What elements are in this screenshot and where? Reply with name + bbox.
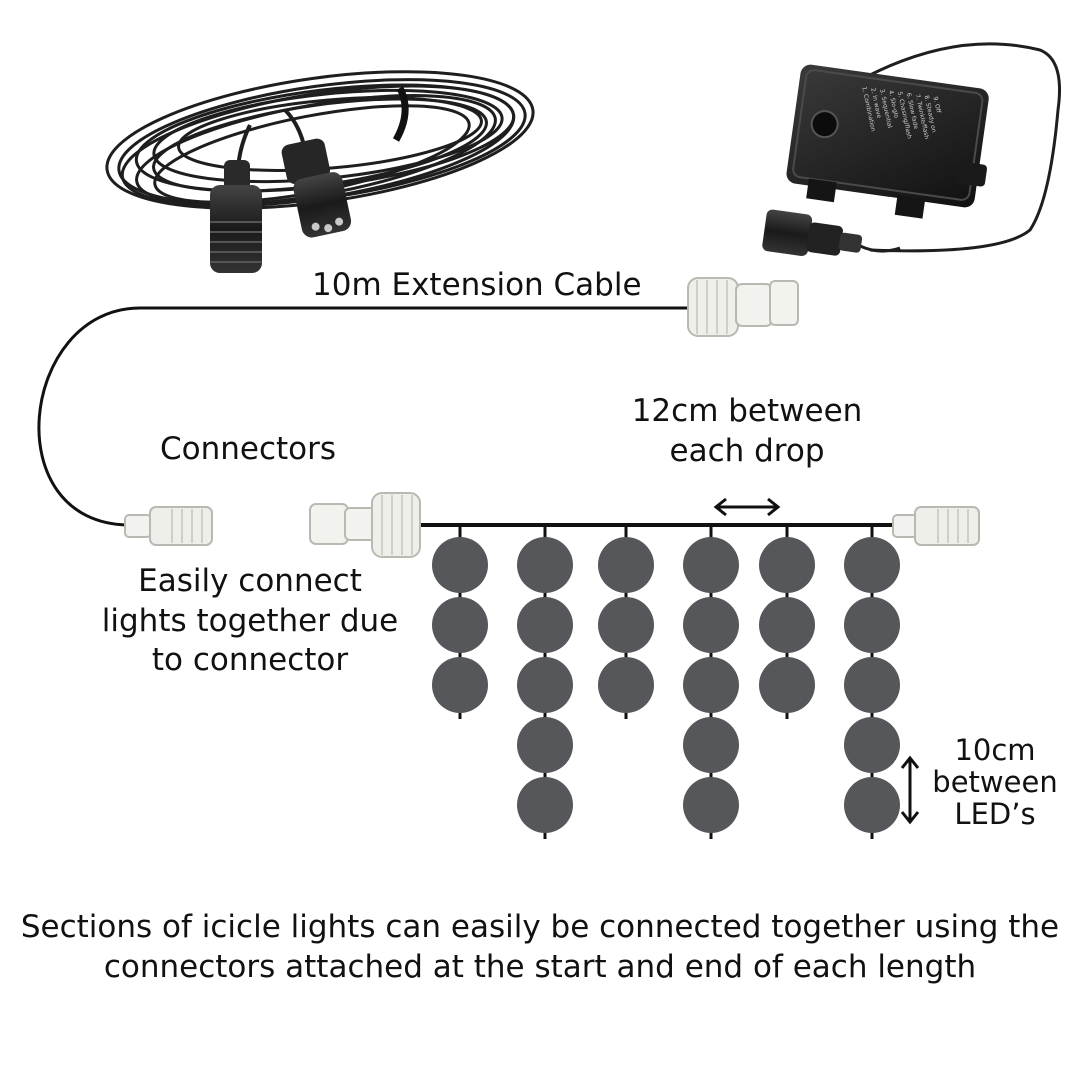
connectors-label: Connectors [160, 431, 337, 467]
icicle-start-connector [309, 492, 421, 558]
battery-box-mode-text: 9. Off [932, 96, 942, 114]
drop-spacing-label: 12cm between each drop [631, 393, 863, 469]
led-bulb [517, 537, 573, 593]
led-bulb [683, 657, 739, 713]
led-bulb [759, 597, 815, 653]
led-bulb [598, 597, 654, 653]
female-plug [210, 160, 262, 273]
extension-cable-label: 10m Extension Cable [312, 267, 642, 303]
led-spacing-arrow [900, 755, 920, 825]
easy-connect-label: Easily connect lights together due to co… [101, 563, 399, 679]
extension-connector-left [124, 506, 213, 546]
led-bulb [759, 537, 815, 593]
icicle-drops [432, 525, 900, 839]
led-spacing-label: 10cm between LED’s [932, 733, 1058, 831]
led-bulb [759, 657, 815, 713]
led-bulb [517, 777, 573, 833]
led-bulb [517, 597, 573, 653]
drop-spacing-arrow [713, 497, 781, 517]
male-plug [281, 138, 352, 238]
icicle-end-connector [892, 506, 980, 546]
battery-box-plug [762, 209, 901, 257]
led-bulb [844, 657, 900, 713]
extension-cable-line [37, 306, 690, 527]
led-bulb [683, 777, 739, 833]
led-bulb [432, 597, 488, 653]
led-bulb [844, 597, 900, 653]
led-bulb [844, 717, 900, 773]
led-bulb [432, 657, 488, 713]
led-bulb [517, 657, 573, 713]
led-bulb [432, 537, 488, 593]
led-bulb [598, 537, 654, 593]
footer-caption: Sections of icicle lights can easily be … [20, 909, 1060, 985]
led-bulb [683, 717, 739, 773]
led-bulb [517, 717, 573, 773]
led-bulb [844, 537, 900, 593]
extension-connector-right [687, 277, 799, 337]
led-bulb [683, 537, 739, 593]
led-bulb [683, 597, 739, 653]
led-bulb [844, 777, 900, 833]
led-bulb [598, 657, 654, 713]
